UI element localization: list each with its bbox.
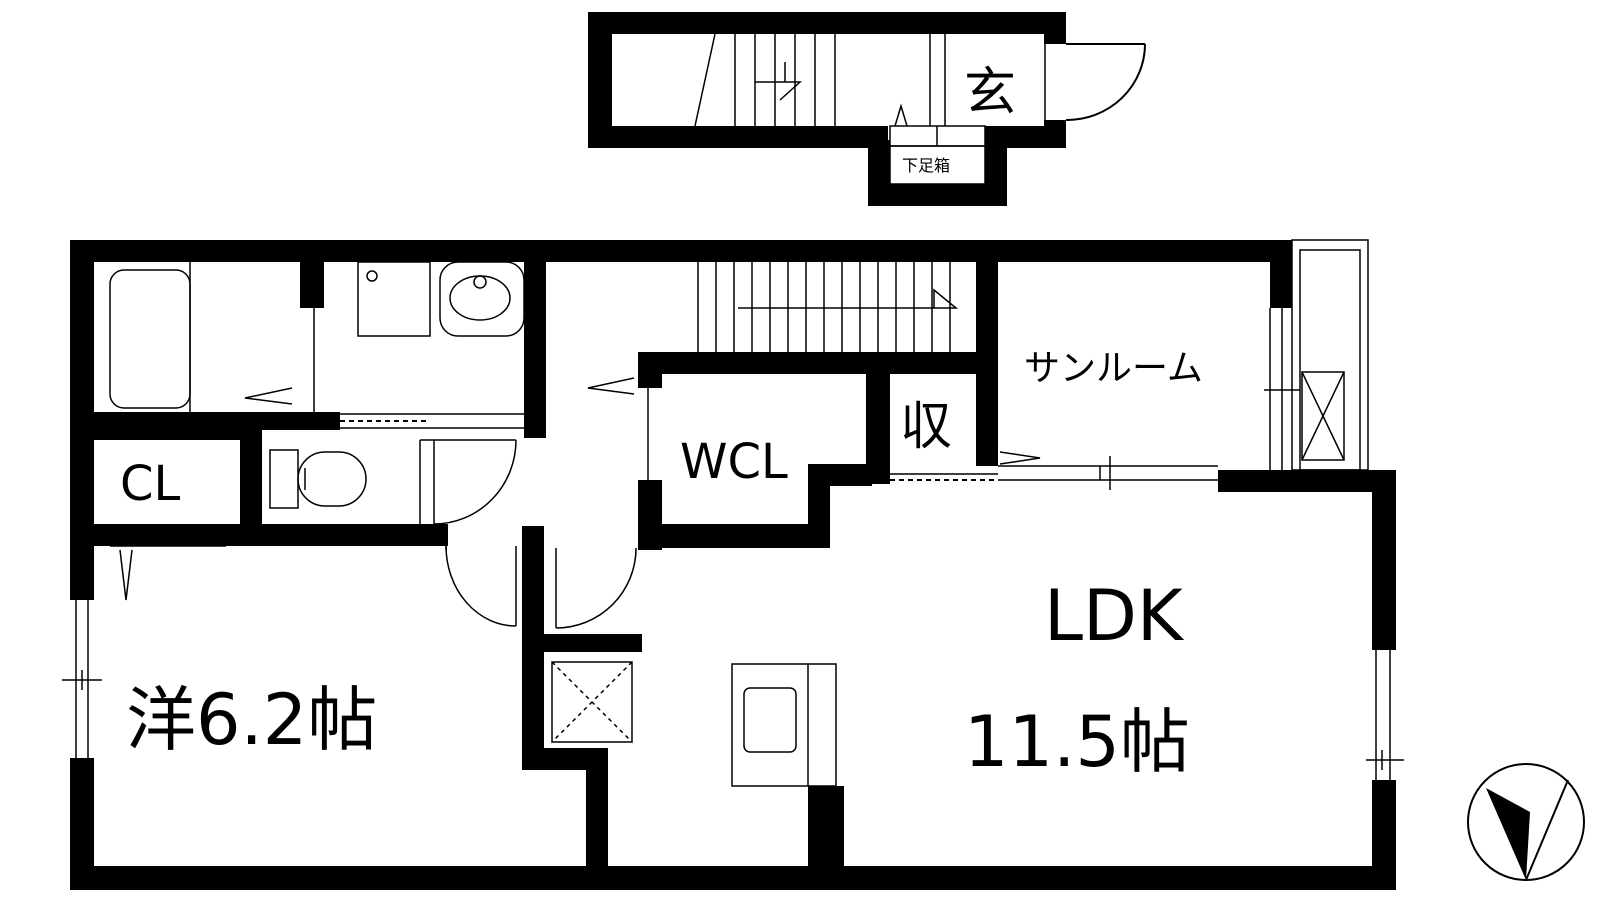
pipe-shaft [551, 661, 633, 743]
entrance-door [1044, 34, 1146, 126]
entrance-block: 玄 下足箱 [588, 12, 1146, 206]
shoe-box [889, 125, 986, 185]
closet: CL [110, 456, 226, 601]
interior-walls [94, 262, 998, 878]
entrance-stairs [694, 33, 946, 127]
western-room-label: 洋6.2帖 [126, 679, 377, 761]
ldk-door [555, 547, 637, 629]
bedroom-window [62, 600, 102, 758]
sunroom-label: サンルーム [1024, 348, 1203, 389]
wcl-label: WCL [680, 434, 788, 490]
bedroom-door [445, 545, 517, 627]
toilet-door [419, 439, 517, 525]
ldk-window [1366, 650, 1404, 780]
kitchen-counter [731, 663, 837, 787]
closet-label: CL [120, 456, 181, 512]
storage-label: 収 [900, 397, 952, 457]
exterior-walls [70, 240, 1396, 890]
shoe-box-label: 下足箱 [902, 156, 950, 175]
compass-icon [1467, 763, 1585, 881]
bath-door [244, 308, 315, 412]
sunroom: サンルーム [998, 348, 1218, 490]
ldk-name-label: LDK [1044, 575, 1185, 657]
toilet [269, 449, 367, 509]
balcony [1264, 239, 1369, 471]
washbasin [357, 261, 525, 337]
entrance-label: 玄 [964, 63, 1016, 123]
bathtub [109, 262, 191, 412]
wcl-door [587, 377, 649, 480]
ldk-size-label: 11.5帖 [964, 701, 1190, 783]
main-stairs [697, 262, 959, 352]
